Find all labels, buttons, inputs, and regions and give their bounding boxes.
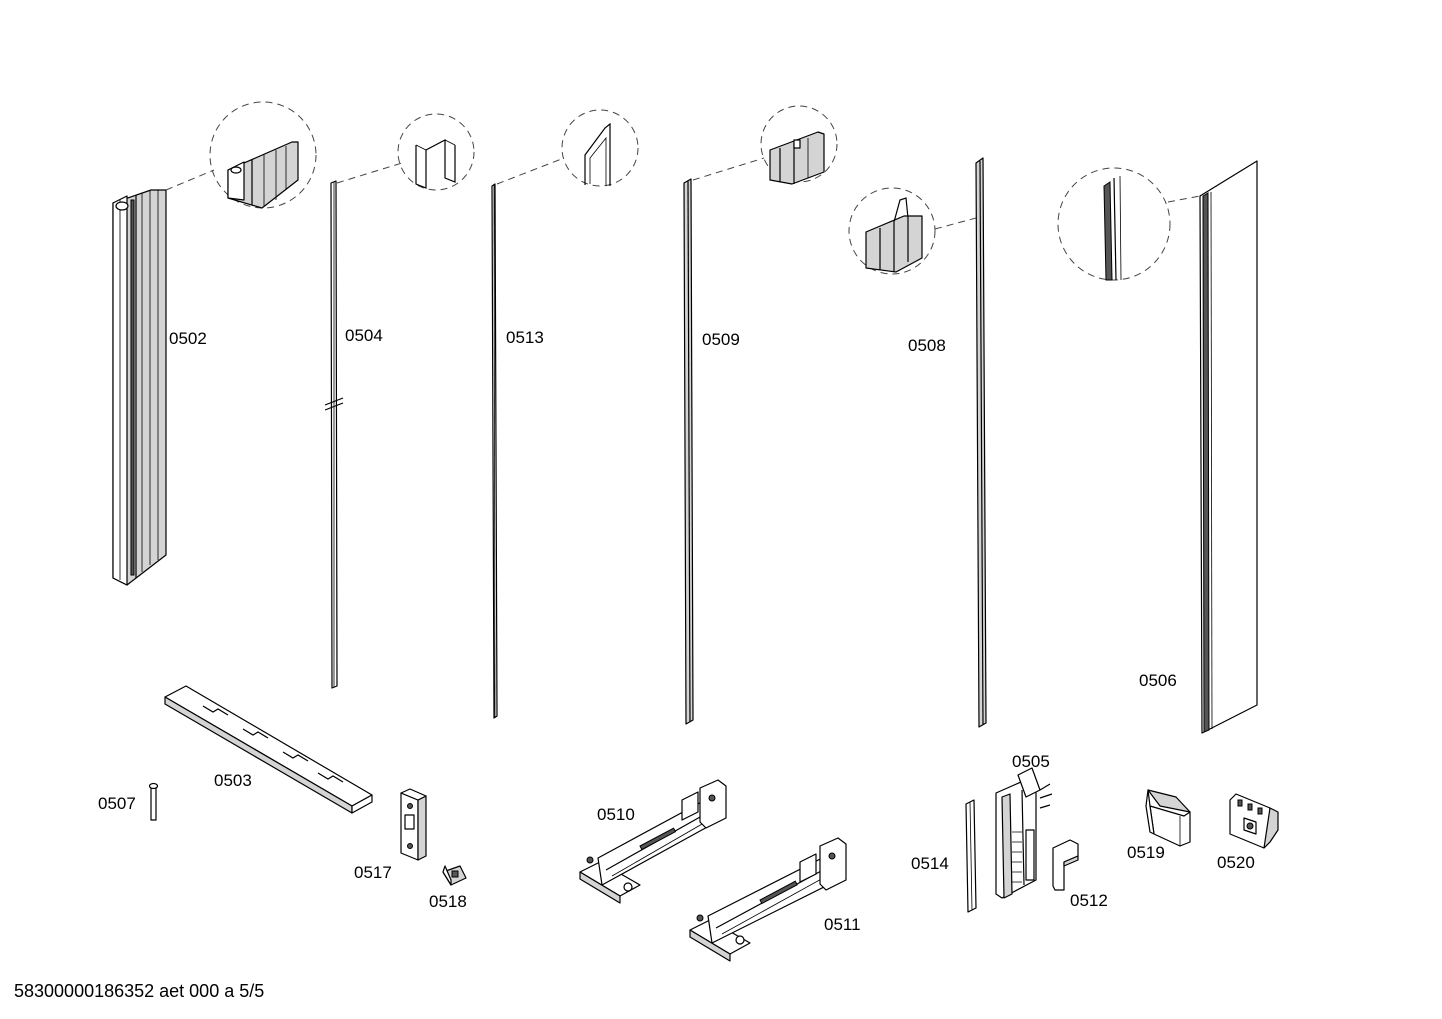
label-0513: 0513 xyxy=(506,328,544,347)
part-0504[interactable] xyxy=(324,180,344,689)
part-0512[interactable] xyxy=(1052,839,1079,891)
leader-0504 xyxy=(336,162,403,184)
part-0507[interactable] xyxy=(148,782,159,821)
label-0510: 0510 xyxy=(597,805,635,824)
part-0514[interactable] xyxy=(965,799,977,913)
leader-0508 xyxy=(934,217,977,230)
part-0513[interactable] xyxy=(491,183,498,719)
detail-circle-0508 xyxy=(848,187,936,275)
label-0520: 0520 xyxy=(1217,853,1255,872)
part-0511[interactable] xyxy=(689,837,847,962)
leader-0509 xyxy=(692,157,765,181)
label-0507: 0507 xyxy=(98,794,136,813)
label-0518: 0518 xyxy=(429,892,467,911)
leader-0502 xyxy=(165,169,215,191)
label-0511: 0511 xyxy=(824,915,861,934)
part-0508[interactable] xyxy=(975,157,987,728)
label-0503: 0503 xyxy=(214,771,252,790)
part-0520[interactable] xyxy=(1229,793,1279,849)
part-0505[interactable] xyxy=(995,767,1053,899)
leader-0506 xyxy=(1167,195,1201,203)
part-0503[interactable] xyxy=(164,685,373,814)
label-0504: 0504 xyxy=(345,326,383,345)
detail-circle-0502 xyxy=(209,101,317,209)
part-0502[interactable] xyxy=(112,189,167,586)
part-0517[interactable] xyxy=(400,788,427,861)
label-0514: 0514 xyxy=(911,854,949,873)
label-0506: 0506 xyxy=(1139,671,1177,690)
part-0519[interactable] xyxy=(1145,789,1191,847)
label-0502: 0502 xyxy=(169,329,207,348)
label-0505: 0505 xyxy=(1012,752,1050,771)
detail-circle-0509 xyxy=(760,105,838,185)
leader-0513 xyxy=(496,157,565,185)
detail-circle-0513 xyxy=(561,109,639,187)
label-0508: 0508 xyxy=(908,336,946,355)
detail-circle-0506 xyxy=(1057,167,1171,281)
part-0510[interactable] xyxy=(579,779,727,904)
part-0518[interactable] xyxy=(442,865,467,886)
part-0506[interactable] xyxy=(1199,160,1258,734)
label-0512: 0512 xyxy=(1070,891,1108,910)
document-id-footer: 58300000186352 aet 000 a 5/5 xyxy=(14,981,265,1001)
detail-circle-0504 xyxy=(397,113,475,191)
label-0519: 0519 xyxy=(1127,843,1165,862)
label-0509: 0509 xyxy=(702,330,740,349)
label-0517: 0517 xyxy=(354,863,392,882)
part-0509[interactable] xyxy=(683,178,694,725)
